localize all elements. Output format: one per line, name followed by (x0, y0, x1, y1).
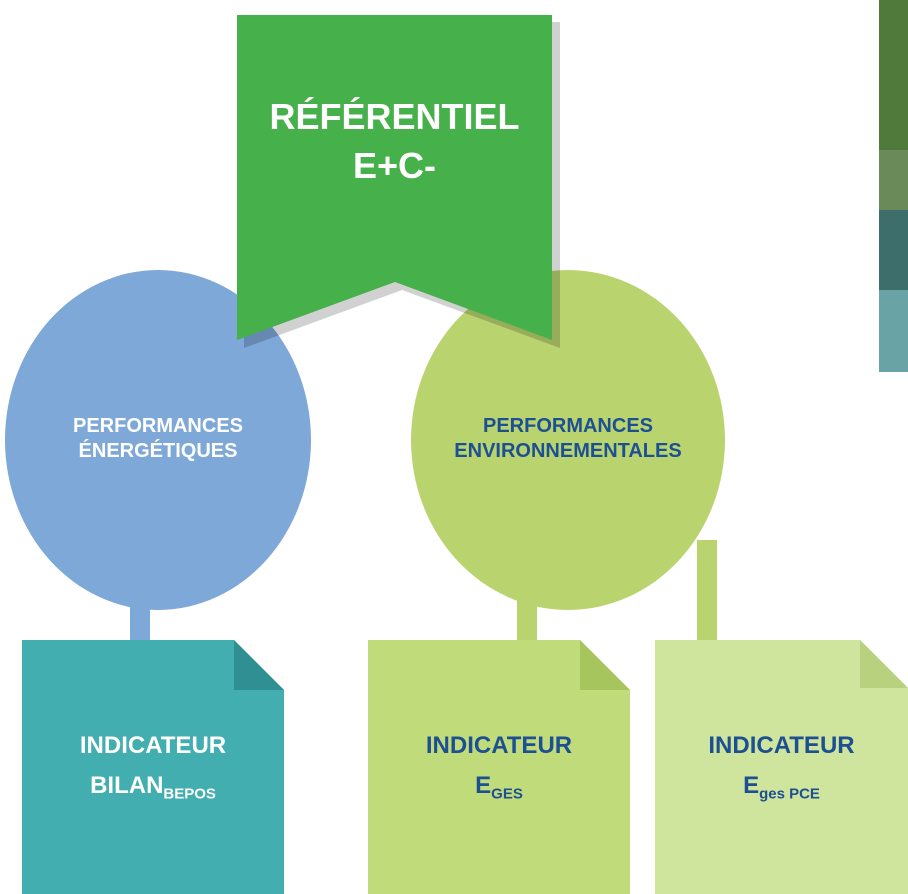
box-bilan-line1: INDICATEUR (79, 732, 227, 759)
banner-title: RÉFÉRENTIEL E+C- (237, 93, 552, 190)
box-eges-label: INDICATEUR EGES (368, 726, 630, 805)
box-bilan (22, 640, 284, 894)
box-eges-sub: GES (491, 784, 523, 802)
box-eges-main: E (475, 771, 492, 799)
circle-energy-line2: ÉNERGÉTIQUES (78, 440, 238, 462)
banner-ribbon (237, 15, 552, 340)
circle-energy-label: PERFORMANCES ÉNERGÉTIQUES (5, 414, 311, 464)
circle-environment-line1: PERFORMANCES (482, 415, 653, 437)
box-bilan-main: BILAN (90, 771, 164, 799)
box-pce (655, 640, 908, 894)
circle-environment-label: PERFORMANCES ENVIRONNEMENTALES (411, 414, 725, 464)
box-eges-line1: INDICATEUR (425, 732, 573, 759)
banner-title-line1: RÉFÉRENTIEL (269, 96, 520, 137)
box-pce-line2: Eges PCE (655, 766, 908, 806)
box-pce-main: E (743, 771, 760, 799)
box-bilan-line2: BILANBEPOS (22, 766, 284, 806)
circle-energy-line1: PERFORMANCES (72, 415, 243, 437)
box-pce-label: INDICATEUR Eges PCE (655, 726, 908, 805)
connector-pce (697, 540, 717, 640)
box-bilan-sub: BEPOS (163, 784, 216, 802)
box-pce-fold (860, 640, 908, 688)
box-pce-line1: INDICATEUR (708, 732, 855, 759)
box-pce-sub: ges PCE (759, 784, 820, 802)
box-bilan-label: INDICATEUR BILANBEPOS (22, 726, 284, 805)
box-eges-line2: EGES (368, 766, 630, 806)
banner-title-line2: E+C- (352, 144, 437, 186)
circle-environment (411, 270, 725, 610)
circle-environment-line2: ENVIRONNEMENTALES (454, 440, 682, 462)
box-bilan-fold (234, 640, 284, 690)
box-eges (368, 640, 630, 894)
circle-energy (5, 270, 311, 610)
photo-fragment (879, 0, 908, 372)
box-eges-fold (580, 640, 630, 690)
